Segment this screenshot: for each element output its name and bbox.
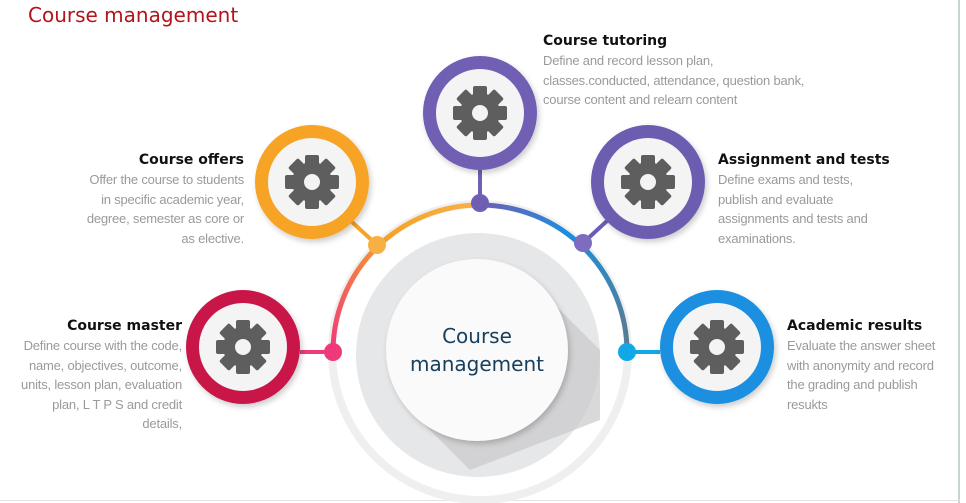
node-tutoring (423, 56, 537, 170)
dot-tutoring (471, 194, 489, 212)
text-offers: Course offers Offer the course to studen… (86, 152, 244, 246)
page-title: Course management (28, 3, 239, 27)
node-master (186, 290, 300, 404)
gear-icon (690, 320, 744, 374)
text-master: Course master Define course with the cod… (21, 318, 182, 431)
dot-results (618, 343, 636, 361)
gear-icon (453, 86, 507, 140)
gear-icon (285, 155, 339, 209)
node-assignment (591, 125, 705, 239)
text-assignment: Assignment and tests Define exams and te… (718, 152, 890, 246)
dot-assignment (574, 234, 592, 252)
center-disk (386, 259, 568, 441)
node-results (660, 290, 774, 404)
gear-icon (621, 155, 675, 209)
dot-offers (368, 236, 386, 254)
text-tutoring: Course tutoring Define and record lesson… (543, 33, 805, 107)
dot-master (324, 343, 342, 361)
gear-icon (216, 320, 270, 374)
text-results: Academic results Evaluate the answer she… (787, 318, 936, 412)
center-label: Course management (410, 324, 544, 376)
window-edge (958, 0, 960, 503)
node-offers (255, 125, 369, 239)
